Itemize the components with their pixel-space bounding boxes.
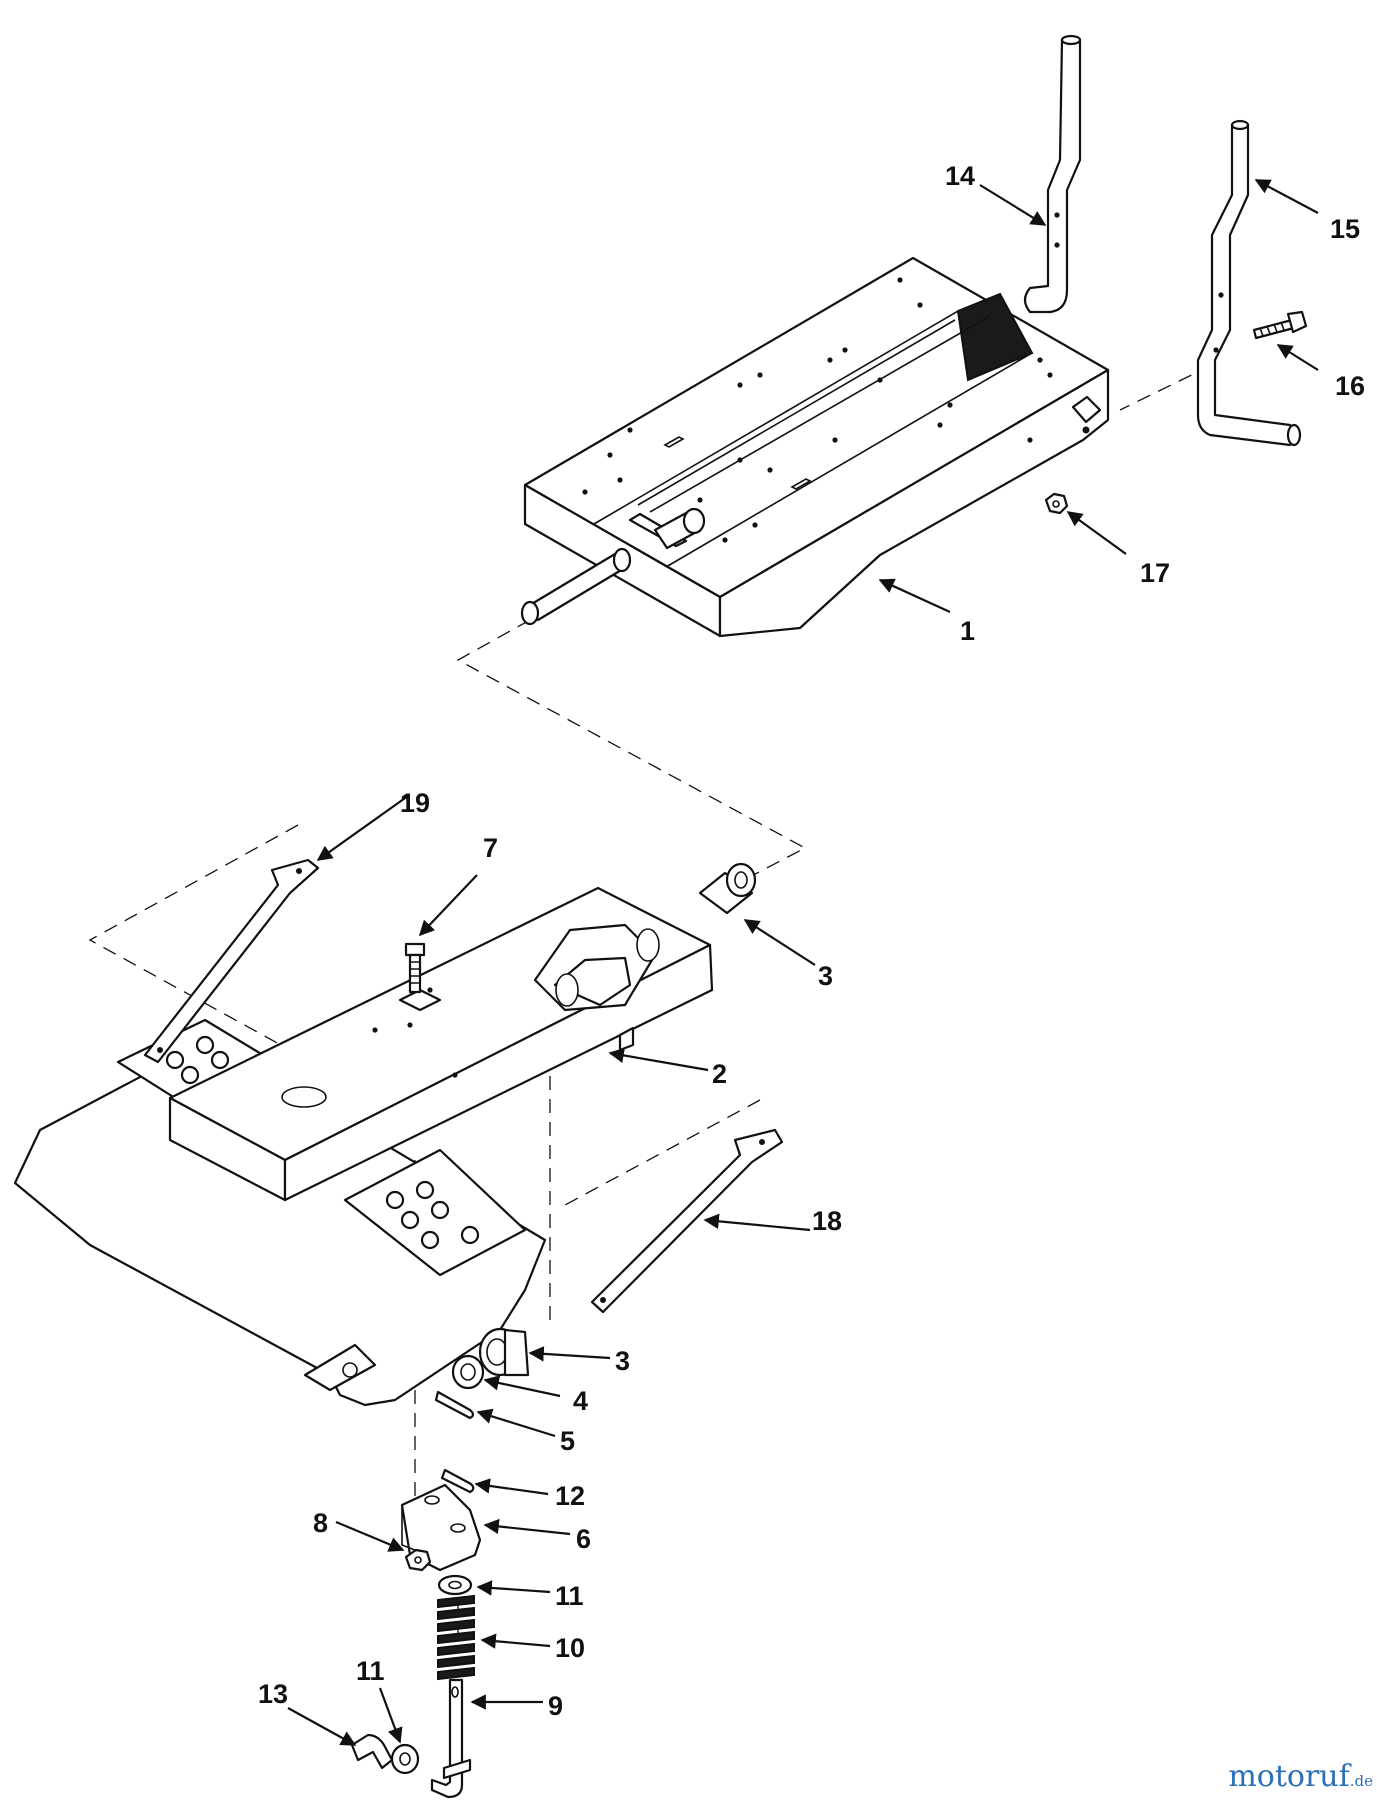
bolt [1252, 310, 1308, 340]
bushing-lower [478, 1327, 530, 1377]
brace-right [590, 1128, 784, 1314]
washer-4 [451, 1354, 485, 1390]
callout-13: 13 [258, 1679, 288, 1709]
cotter-pin [434, 1390, 475, 1420]
callout-11-lower: 11 [356, 1656, 385, 1686]
callout-3-lower: 3 [615, 1346, 630, 1376]
hairpin-clip [350, 1733, 394, 1770]
hex-nut [404, 1548, 432, 1572]
watermark: motoruf.de [1228, 1759, 1373, 1794]
washer-11-lower [390, 1743, 420, 1775]
callout-8: 8 [313, 1508, 328, 1538]
callout-labels: 1 2 3 3 4 5 6 7 8 9 10 11 11 12 13 14 15… [258, 161, 1365, 1721]
hook-rod [430, 1678, 472, 1799]
callout-16: 16 [1335, 371, 1365, 401]
compression-spring [437, 1594, 475, 1681]
carriage-bolt [404, 942, 426, 994]
bushing-upper [698, 862, 757, 915]
callout-19: 19 [400, 788, 430, 818]
cotter-pin-12 [440, 1468, 475, 1494]
handle-rod-right [1196, 119, 1302, 447]
callout-15: 15 [1330, 214, 1360, 244]
washer-11-upper [437, 1574, 473, 1596]
watermark-tld: .de [1349, 1772, 1373, 1790]
seat-base-frame [520, 256, 1110, 638]
callout-3-upper: 3 [818, 961, 833, 991]
nut [1044, 492, 1069, 515]
callout-18: 18 [812, 1206, 842, 1236]
callout-17: 17 [1140, 558, 1170, 588]
handle-rod-left [1023, 34, 1082, 314]
callout-7: 7 [483, 833, 498, 863]
callout-12: 12 [555, 1481, 585, 1511]
watermark-brand: motoruf [1228, 1759, 1350, 1794]
callout-leaders [287, 179, 1319, 1746]
callout-1: 1 [960, 616, 975, 646]
callout-6: 6 [576, 1524, 591, 1554]
callout-4: 4 [573, 1386, 588, 1416]
callout-5: 5 [560, 1426, 575, 1456]
seat-support [13, 886, 714, 1407]
callout-11-upper: 11 [555, 1581, 584, 1611]
callout-2: 2 [712, 1059, 727, 1089]
callout-10: 10 [555, 1633, 585, 1663]
brace-left [143, 858, 320, 1064]
callout-9: 9 [548, 1691, 563, 1721]
callout-14: 14 [945, 161, 975, 191]
assembly-dashed-lines [88, 364, 1213, 1650]
